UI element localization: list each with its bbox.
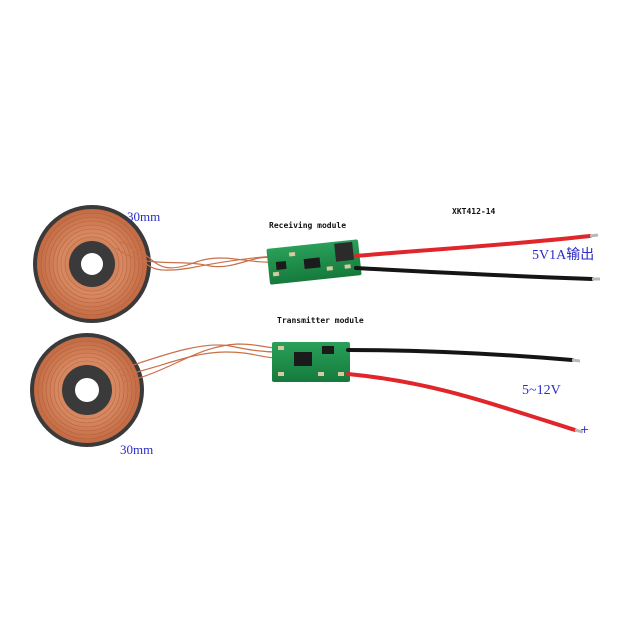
transmitter-black-wire [346,348,574,362]
model-number-label: XKT412-14 [452,207,496,216]
smd-component [322,346,334,354]
smd-component [275,260,287,270]
transmitter-module-label: Transmitter module [277,316,364,325]
receiving-module-label: Receiving module [269,221,347,230]
receiver-pcb [266,239,362,285]
receiver-coil-hole [81,253,103,275]
transmitter-pcb [272,342,350,382]
receiver-red-wire [354,234,592,258]
ic-chip [303,257,321,270]
inductor [334,241,354,262]
input-spec-label: 5~12V [522,383,561,398]
receiver-black-wire [354,266,594,281]
transmitter-red-wire [346,372,577,432]
receiver-coil-leads [115,235,277,271]
ic-chip [294,352,312,366]
plus-marker-label: + [580,423,590,436]
transmitter-coil-size-label: 30mm [120,442,154,457]
transmitter-coil-hole [75,378,99,402]
receiver-coil-size-label: 30mm [127,209,161,224]
transmitter-coil [30,333,144,447]
transmitter-coil-leads [117,343,279,383]
output-spec-label: 5V1A输出 [532,248,595,263]
